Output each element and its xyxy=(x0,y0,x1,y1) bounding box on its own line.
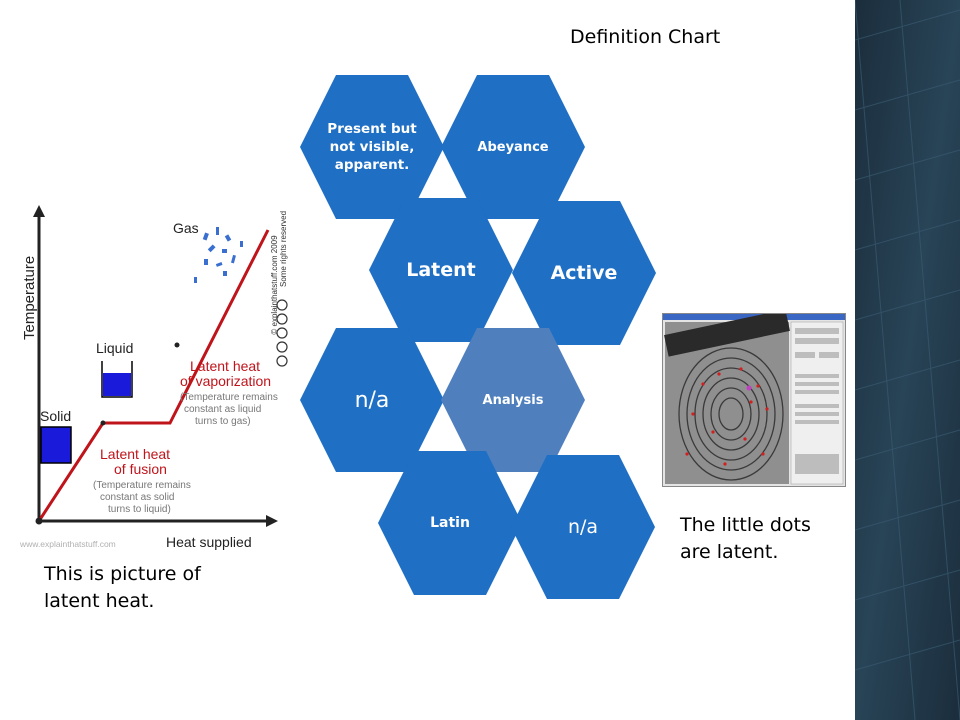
vaporization-note-1: (Temperature remains xyxy=(180,392,278,403)
fingerprint-ridges xyxy=(678,347,784,481)
hex-analysis xyxy=(441,328,585,472)
vaporization-label-1: Latent heat xyxy=(190,358,260,374)
hex-latin xyxy=(378,451,522,595)
fusion-label-2: of fusion xyxy=(114,461,167,477)
right-caption-line-2: are latent. xyxy=(680,541,779,563)
watermark: www.explainthatstuff.com xyxy=(19,539,116,549)
liquid-fill xyxy=(103,373,131,396)
hex-na-left xyxy=(300,328,444,472)
fusion-note-2: constant as solid xyxy=(100,492,175,503)
solid-label: Solid xyxy=(40,408,71,424)
heat-chart-graphic: Temperature Heat supplied Gas Liquid Sol… xyxy=(19,205,288,550)
page-title: Definition Chart xyxy=(570,26,721,48)
vapor-start-dot xyxy=(174,342,180,348)
fusion-note-3: turns to liquid) xyxy=(108,504,171,515)
liquid-label: Liquid xyxy=(96,340,133,356)
left-caption-line-2: latent heat. xyxy=(44,590,155,612)
hex-na-left-label: n/a xyxy=(354,387,390,413)
hexagon-cluster: Present but not visible, apparent. Abeya… xyxy=(300,60,660,610)
hex-latent-label: Latent xyxy=(406,259,476,281)
hexagon-shapes xyxy=(300,75,656,599)
hex-abeyance xyxy=(441,75,585,219)
fusion-start-dot xyxy=(100,420,106,426)
liquid-beaker xyxy=(101,361,133,398)
left-caption-line-1: This is picture of xyxy=(44,563,201,585)
vaporization-note-2: constant as liquid xyxy=(184,404,261,415)
x-axis-arrow xyxy=(266,515,278,527)
hex-analysis-label: Analysis xyxy=(482,392,544,408)
hex-latin-label: Latin xyxy=(430,515,470,531)
sidebar-pattern xyxy=(855,0,960,720)
right-caption: The little dots are latent. xyxy=(680,512,811,566)
hex-active xyxy=(512,201,656,345)
hex-active-label: Active xyxy=(550,262,618,284)
hex-present xyxy=(300,75,444,219)
latent-heat-chart: Temperature Heat supplied Gas Liquid Sol… xyxy=(18,185,288,553)
x-axis-label: Heat supplied xyxy=(166,534,252,550)
hex-abeyance-label: Abeyance xyxy=(477,139,549,155)
copyright-line-2: Some rights reserved xyxy=(279,211,288,287)
fingerprint-screenshot xyxy=(662,309,846,487)
y-axis-arrow xyxy=(33,205,45,217)
vaporization-label-2: of vaporization xyxy=(180,373,271,389)
minutiae-dots xyxy=(685,367,769,466)
license-icons xyxy=(276,299,288,367)
origin-dot xyxy=(35,517,43,525)
solid-box xyxy=(40,426,72,464)
decorative-sidebar xyxy=(855,0,960,720)
y-axis-label: Temperature xyxy=(21,256,38,340)
copyright-line-1: © explainthatstuff.com 2009 xyxy=(270,235,279,335)
heating-curve xyxy=(37,229,270,522)
fingerprint-graphic xyxy=(663,309,845,486)
left-caption: This is picture of latent heat. xyxy=(44,561,201,615)
hex-na-right-label: n/a xyxy=(567,516,599,538)
right-caption-line-1: The little dots xyxy=(680,514,811,536)
hex-na-right xyxy=(511,455,655,599)
hex-latent xyxy=(369,198,513,342)
gas-label: Gas xyxy=(173,220,199,236)
fusion-note-1: (Temperature remains xyxy=(93,480,191,491)
gas-molecules xyxy=(194,227,243,283)
fusion-label-1: Latent heat xyxy=(100,446,170,462)
vaporization-note-3: turns to gas) xyxy=(195,416,251,427)
hex-present-label: Present but not visible, apparent. xyxy=(327,121,417,173)
